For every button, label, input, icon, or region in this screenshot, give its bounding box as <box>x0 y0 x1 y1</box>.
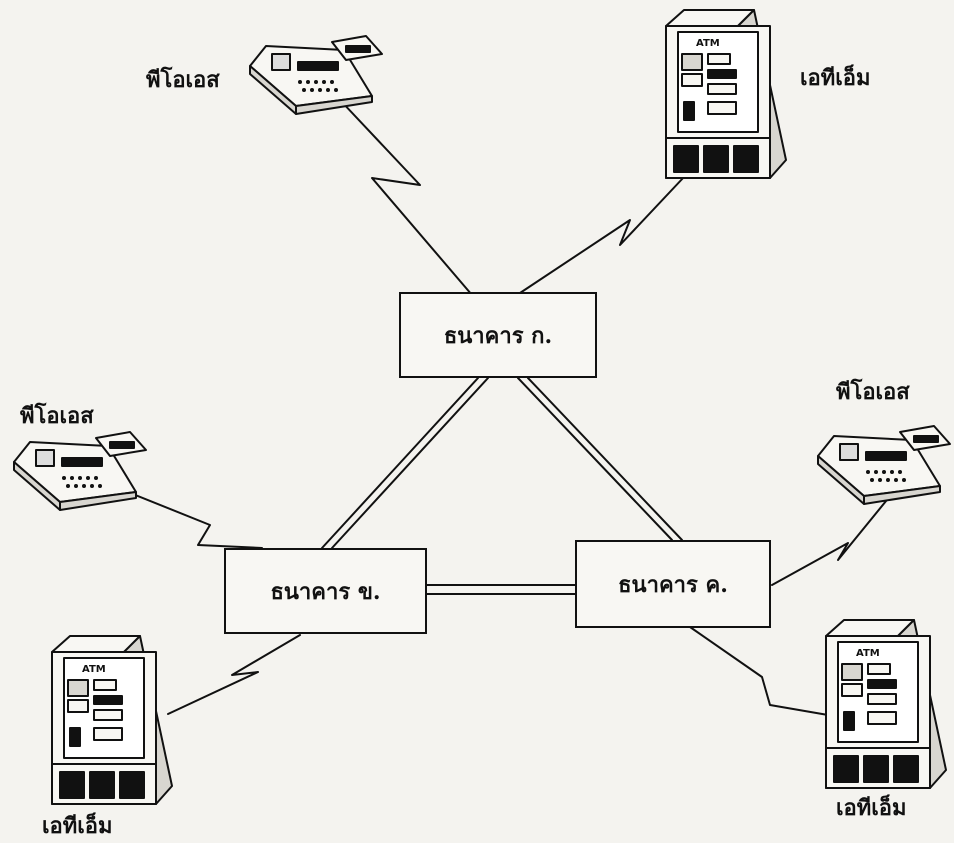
pos-terminal-icon <box>249 35 383 115</box>
bank-c-box: ธนาคาร ค. <box>575 540 771 628</box>
bank-a-label: ธนาคาร ก. <box>443 322 553 349</box>
link-atm-bottom-left-bank-b <box>167 634 301 715</box>
link-pos-top-bank-a <box>339 99 473 296</box>
atm-screen-label: ATM <box>696 38 720 49</box>
pos-top-label: พีโอเอส <box>146 67 220 93</box>
link-bank-a-c-1 <box>517 377 673 541</box>
atm-top-label: เอทีเอ็ม <box>800 65 871 91</box>
atm-machine-icon: ATM <box>665 9 787 179</box>
bank-b-box: ธนาคาร ข. <box>224 548 427 634</box>
link-bank-a-b-2 <box>331 377 489 549</box>
atm-bottom-right-label: เอทีเอ็ม <box>836 795 907 821</box>
bank-c-label: ธนาคาร ค. <box>618 571 728 598</box>
atm-screen-label: ATM <box>82 664 106 675</box>
pos-left-label: พีโอเอส <box>20 403 94 429</box>
atm-bottom-left-label: เอทีเอ็ม <box>42 813 113 839</box>
link-pos-left-bank-b <box>97 479 263 549</box>
bank-b-label: ธนาคาร ข. <box>270 578 381 605</box>
pos-right-label: พีโอเอส <box>836 379 910 405</box>
link-bank-a-b-1 <box>321 377 479 549</box>
atm-screen-label: ATM <box>856 648 880 659</box>
link-atm-top-bank-a <box>519 159 701 294</box>
link-bank-a-c-2 <box>527 377 683 541</box>
pos-terminal-icon <box>817 425 951 505</box>
atm-machine-icon: ATM <box>825 619 947 789</box>
link-pos-right-bank-c <box>771 489 896 586</box>
link-atm-bottom-right-bank-c <box>689 626 829 716</box>
bank-a-box: ธนาคาร ก. <box>399 292 597 378</box>
pos-terminal-icon <box>13 431 147 511</box>
atm-machine-icon: ATM <box>51 635 173 805</box>
